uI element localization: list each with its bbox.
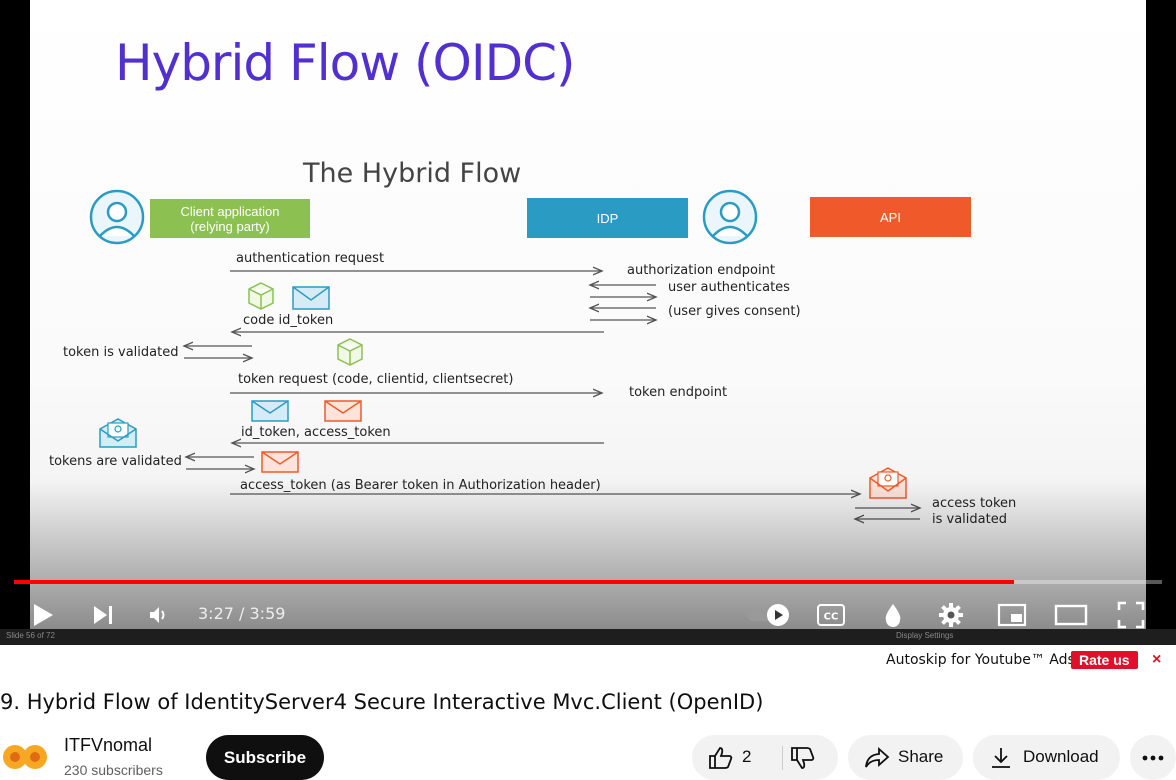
share-label: Share — [898, 747, 944, 766]
label-token-request: token request (code, clientid, clientsec… — [238, 372, 514, 387]
api-box: API — [810, 197, 971, 237]
video-player[interactable]: Hybrid Flow (OIDC) The Hybrid Flow Clien… — [0, 0, 1176, 645]
rate-us-button[interactable]: Rate us — [1071, 651, 1138, 669]
like-dislike-group: 2 — [692, 735, 838, 780]
autoplay-toggle-icon — [747, 604, 789, 626]
next-icon — [94, 606, 112, 624]
label-tokens-are-validated: tokens are validated — [49, 454, 182, 469]
download-label: Download — [1023, 747, 1099, 766]
download-icon — [992, 748, 1010, 768]
svg-text:CC: CC — [824, 612, 839, 623]
theater-button[interactable] — [1053, 600, 1089, 630]
thumbs-down-icon — [791, 747, 815, 769]
like-divider — [782, 746, 783, 770]
open-envelope-blue-icon — [99, 418, 137, 448]
label-user-authenticates: user authenticates — [668, 280, 790, 295]
label-authorization-endpoint: authorization endpoint — [627, 263, 775, 278]
label-user-gives-consent: (user gives consent) — [668, 304, 801, 319]
id-token-envelope-icon-2 — [251, 400, 289, 422]
slide-footer-bar: Slide 56 of 72 Display Settings — [0, 629, 1176, 645]
video-title: 9. Hybrid Flow of IdentityServer4 Secure… — [0, 690, 764, 714]
share-button[interactable]: Share — [848, 735, 963, 780]
subscribe-button[interactable]: Subscribe — [206, 735, 324, 780]
close-icon[interactable]: × — [1152, 651, 1162, 668]
autoplay-toggle[interactable] — [744, 600, 792, 630]
ambient-icon — [885, 604, 901, 627]
fullscreen-icon — [1117, 601, 1145, 629]
label-token-is-validated: token is validated — [63, 345, 179, 360]
subscriber-count: 230 subscribers — [64, 762, 163, 778]
dislike-button[interactable] — [790, 746, 816, 775]
share-icon — [865, 746, 890, 768]
settings-button[interactable] — [936, 600, 966, 630]
access-token-envelope-icon-2 — [261, 451, 299, 473]
autoskip-extension-text: Autoskip for Youtube™ Ads — [886, 652, 1075, 668]
label-token-endpoint: token endpoint — [629, 385, 728, 400]
slide-title: Hybrid Flow (OIDC) — [115, 34, 576, 92]
idp-user-icon — [702, 189, 758, 245]
display-settings-label: Display Settings — [896, 631, 954, 640]
more-icon — [1142, 755, 1164, 760]
miniplayer-icon — [997, 603, 1027, 627]
ambient-button[interactable] — [878, 600, 908, 630]
label-authentication-request: authentication request — [236, 251, 385, 266]
flow-arrows — [30, 0, 1146, 629]
channel-avatar[interactable] — [2, 740, 48, 774]
access-token-envelope-icon — [324, 400, 362, 422]
like-button[interactable] — [708, 746, 734, 775]
play-icon — [34, 604, 53, 626]
play-button[interactable] — [28, 600, 58, 630]
like-count: 2 — [742, 747, 752, 766]
fullscreen-button[interactable] — [1115, 600, 1147, 630]
client-application-box: Client application (relying party) — [150, 199, 310, 238]
captions-button[interactable]: CC — [815, 600, 847, 630]
captions-icon: CC — [817, 604, 845, 626]
code-cube-icon-2 — [337, 338, 363, 366]
label-code-id-token: code id_token — [243, 313, 334, 328]
progress-fill — [14, 580, 1014, 584]
volume-icon — [150, 607, 165, 623]
progress-bar[interactable] — [14, 580, 1162, 584]
open-envelope-orange-icon — [869, 467, 907, 499]
thumbs-up-icon — [709, 747, 733, 769]
code-cube-icon — [248, 282, 274, 310]
channel-name[interactable]: ITFVnomal — [64, 735, 153, 755]
mute-button[interactable] — [144, 600, 174, 630]
label-id-token-access-token: id_token, access_token — [241, 425, 391, 440]
miniplayer-button[interactable] — [995, 600, 1029, 630]
slide-frame: Hybrid Flow (OIDC) The Hybrid Flow Clien… — [30, 0, 1146, 629]
time-display: 3:27 / 3:59 — [198, 604, 286, 623]
label-is-validated: is validated — [932, 512, 1007, 527]
idp-box: IDP — [527, 198, 688, 238]
more-actions-button[interactable] — [1130, 735, 1176, 780]
next-button[interactable] — [88, 600, 118, 630]
slide-number: Slide 56 of 72 — [6, 631, 55, 640]
theater-icon — [1054, 604, 1088, 626]
slide-subtitle: The Hybrid Flow — [303, 158, 522, 189]
id-token-envelope-icon — [292, 286, 330, 310]
label-access-token: access token — [932, 496, 1017, 511]
client-user-icon — [89, 189, 145, 245]
label-access-token-bearer: access_token (as Bearer token in Authori… — [240, 478, 601, 493]
settings-icon — [939, 603, 963, 627]
download-button[interactable]: Download — [973, 735, 1120, 780]
